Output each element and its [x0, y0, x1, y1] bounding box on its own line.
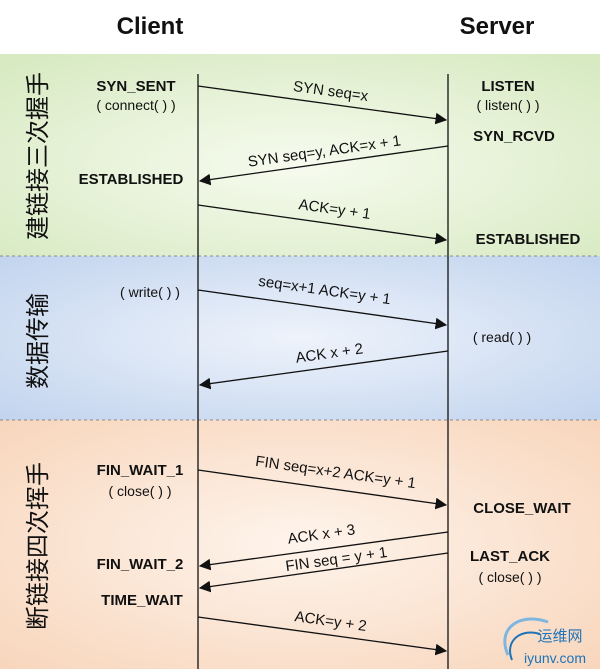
- server-state-syn-rcvd: SYN_RCVD: [473, 128, 555, 145]
- arrow-syn-ack: [198, 145, 449, 186]
- phase-label-teardown: 断链接四次挥手: [25, 462, 52, 630]
- transfer-band: [0, 256, 600, 420]
- client-call-close: ( close( ) ): [109, 483, 172, 499]
- client-state-established: ESTABLISHED: [79, 171, 184, 188]
- arrow-fin1: [197, 469, 448, 510]
- server-header: Server: [460, 13, 535, 40]
- phase-label-transfer: 数据传输: [25, 293, 52, 389]
- server-state-listen: LISTEN: [481, 78, 534, 95]
- client-state-time-wait: TIME_WAIT: [101, 592, 183, 609]
- arrow-syn: [197, 85, 448, 125]
- teardown-band: [0, 420, 600, 669]
- server-state-established: ESTABLISHED: [476, 231, 581, 248]
- arrow-ack-final: [197, 616, 448, 656]
- server-call-read: ( read( ) ): [473, 329, 531, 345]
- arrow-ack3: [198, 531, 449, 571]
- watermark-swoosh-icon: [503, 617, 549, 656]
- phase-label-handshake: 建链接三次握手: [25, 72, 52, 240]
- watermark-name: 运维网: [537, 627, 582, 645]
- arrow-data-ack: [198, 350, 449, 390]
- watermark: 运维网 iyunv.com: [503, 617, 586, 666]
- client-call-write: ( write( ) ): [120, 284, 180, 300]
- client-state-syn-sent: SYN_SENT: [96, 78, 175, 95]
- client-call-connect: ( connect( ) ): [96, 97, 175, 113]
- server-state-close-wait: CLOSE_WAIT: [473, 500, 571, 517]
- server-state-last-ack: LAST_ACK: [470, 548, 550, 565]
- server-call-close: ( close( ) ): [479, 569, 542, 585]
- client-header: Client: [117, 13, 184, 40]
- handshake-band: [0, 54, 600, 256]
- arrow-ack1: [197, 204, 448, 245]
- server-call-listen: ( listen( ) ): [477, 97, 540, 113]
- arrow-data: [197, 289, 448, 330]
- watermark-url: iyunv.com: [524, 650, 586, 666]
- client-state-fin-wait-1: FIN_WAIT_1: [97, 462, 184, 479]
- client-state-fin-wait-2: FIN_WAIT_2: [97, 556, 184, 573]
- arrow-fin2: [198, 552, 449, 593]
